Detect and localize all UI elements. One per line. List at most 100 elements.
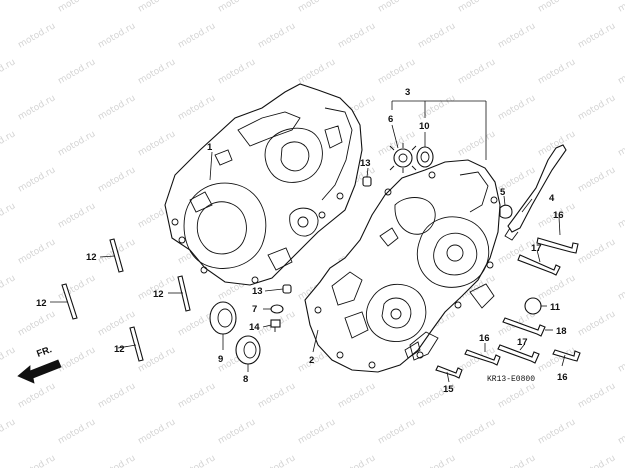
watermark-text: motod.ru xyxy=(257,381,298,410)
bearing-part-8 xyxy=(235,335,261,365)
watermark-text: motod.ru xyxy=(617,417,625,446)
bolt-part-14 xyxy=(270,319,281,332)
watermark-text: motod.ru xyxy=(0,345,17,374)
callout-1: 1 xyxy=(207,142,213,153)
callout-12-b: 12 xyxy=(153,289,164,300)
watermark-text: motod.ru xyxy=(0,201,17,230)
watermark-text: motod.ru xyxy=(137,0,178,15)
watermark-text: motod.ru xyxy=(297,57,338,86)
watermark-text: motod.ru xyxy=(17,93,58,122)
watermark-text: motod.ru xyxy=(577,309,618,338)
watermark-text: motod.ru xyxy=(97,21,138,50)
callout-11: 11 xyxy=(550,302,561,313)
callout-18: 18 xyxy=(556,326,567,337)
watermark-text: motod.ru xyxy=(0,273,17,302)
front-direction-arrow: FR. xyxy=(17,344,62,384)
watermark-text: motod.ru xyxy=(57,417,98,446)
watermark-text: motod.ru xyxy=(457,57,498,86)
watermark-text: motod.ru xyxy=(537,57,578,86)
left-crankcase-half xyxy=(164,83,363,286)
sprocket-part-6 xyxy=(389,143,417,173)
watermark-text: motod.ru xyxy=(57,201,98,230)
callout-3: 3 xyxy=(405,87,410,98)
watermark-text: motod.ru xyxy=(177,21,218,50)
watermark-text: motod.ru xyxy=(17,237,58,266)
watermark-text: motod.ru xyxy=(57,345,98,374)
watermark-text: motod.ru xyxy=(377,57,418,86)
watermark-text: motod.ru xyxy=(337,453,378,468)
watermark-text: motod.ru xyxy=(497,381,538,410)
watermark-text: motod.ru xyxy=(0,129,17,158)
watermark-text: motod.ru xyxy=(497,21,538,50)
watermark-text: motod.ru xyxy=(537,417,578,446)
watermark-text: motod.ru xyxy=(617,345,625,374)
watermark-text: motod.ru xyxy=(0,417,17,446)
callout-17-a: 17 xyxy=(531,243,542,254)
callout-6: 6 xyxy=(388,114,393,125)
cap-part-11 xyxy=(524,297,542,315)
watermark-text: motod.ru xyxy=(97,165,138,194)
callout-7: 7 xyxy=(252,304,257,315)
watermark-text: motod.ru xyxy=(617,57,625,86)
right-crankcase-half xyxy=(304,159,501,373)
callout-17-b: 17 xyxy=(517,337,528,348)
watermark-text: motod.ru xyxy=(537,0,578,15)
watermark-text: motod.ru xyxy=(217,0,258,15)
watermark-text: motod.ru xyxy=(177,381,218,410)
watermark-text: motod.ru xyxy=(17,21,58,50)
watermark-text: motod.ru xyxy=(57,129,98,158)
callout-13-b: 13 xyxy=(252,286,263,297)
watermark-text: motod.ru xyxy=(17,165,58,194)
watermark-text: motod.ru xyxy=(97,453,138,468)
callout-5: 5 xyxy=(500,187,506,198)
callout-14: 14 xyxy=(249,322,260,333)
watermark-text: motod.ru xyxy=(377,417,418,446)
callout-8: 8 xyxy=(243,374,248,385)
watermark-text: motod.ru xyxy=(417,21,458,50)
direction-label: FR. xyxy=(35,344,53,360)
watermark-text: motod.ru xyxy=(17,309,58,338)
callout-16-b: 16 xyxy=(479,333,490,344)
watermark-text: motod.ru xyxy=(257,21,298,50)
watermark-text: motod.ru xyxy=(337,21,378,50)
callout-9: 9 xyxy=(218,354,223,365)
collar-part-13-upper xyxy=(362,176,372,187)
callout-16-a: 16 xyxy=(553,210,564,221)
callout-4: 4 xyxy=(549,193,555,204)
callout-16-c: 16 xyxy=(557,372,568,383)
watermark-text: motod.ru xyxy=(577,93,618,122)
watermark-text: motod.ru xyxy=(617,201,625,230)
watermark-text: motod.ru xyxy=(297,417,338,446)
watermark-text: motod.ru xyxy=(257,453,298,468)
watermark-text: motod.ru xyxy=(417,93,458,122)
watermark-text: motod.ru xyxy=(137,417,178,446)
diagram-code: KR13-E0800 xyxy=(487,375,535,384)
watermark-text: motod.ru xyxy=(97,381,138,410)
watermark-text: motod.ru xyxy=(577,381,618,410)
watermark-text: motod.ru xyxy=(617,273,625,302)
watermark-text: motod.ru xyxy=(417,453,458,468)
watermark-text: motod.ru xyxy=(177,93,218,122)
seal-part-9 xyxy=(209,301,237,335)
leader-lines xyxy=(50,100,566,383)
watermark-text: motod.ru xyxy=(0,0,17,15)
watermark-text: motod.ru xyxy=(177,453,218,468)
watermark-text: motod.ru xyxy=(457,0,498,15)
callout-12-d: 12 xyxy=(114,344,125,355)
watermark-text: motod.ru xyxy=(497,93,538,122)
watermark-text: motod.ru xyxy=(137,129,178,158)
watermark-text: motod.ru xyxy=(577,21,618,50)
washer-part-7 xyxy=(270,304,284,314)
callout-2: 2 xyxy=(309,355,314,366)
watermark-text: motod.ru xyxy=(137,57,178,86)
watermark-text: motod.ru xyxy=(337,381,378,410)
watermark-text: motod.ru xyxy=(97,93,138,122)
watermark-text: motod.ru xyxy=(457,417,498,446)
watermark-text: motod.ru xyxy=(617,0,625,15)
watermark-text: motod.ru xyxy=(537,273,578,302)
watermark-text: motod.ru xyxy=(57,57,98,86)
watermark-text: motod.ru xyxy=(17,381,58,410)
callout-15: 15 xyxy=(443,384,454,395)
watermark-text: motod.ru xyxy=(297,0,338,15)
